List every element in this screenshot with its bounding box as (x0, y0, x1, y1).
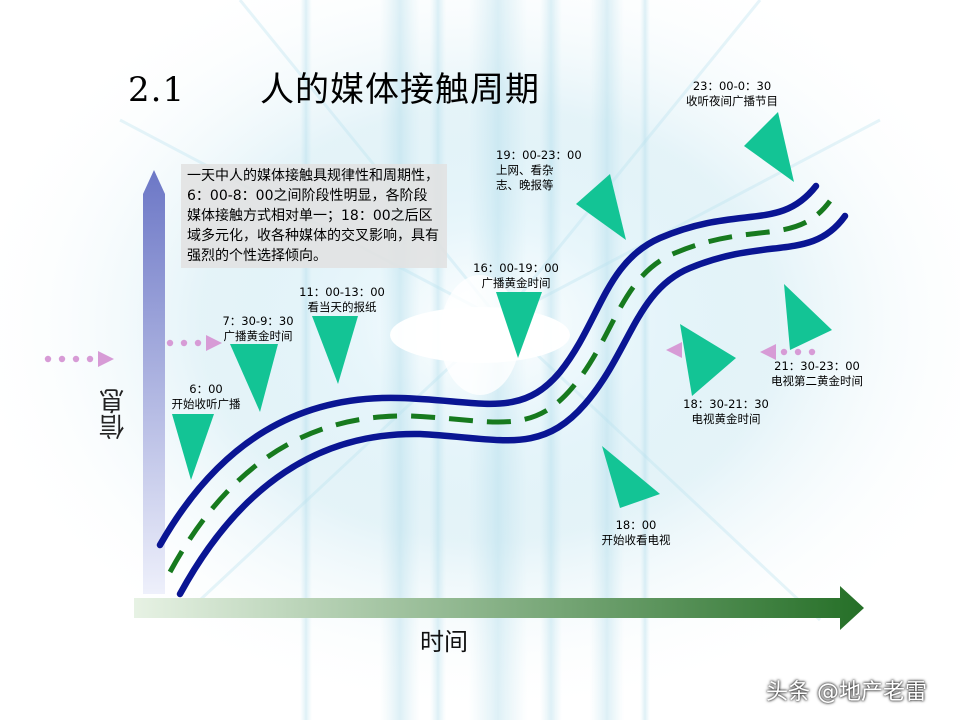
triangle-marker-18-30 (680, 324, 736, 396)
label-time: 19：00-23：00 (496, 148, 582, 162)
watermark: 头条 @地产老雷 (766, 680, 927, 705)
label-text: 开始收看电视 (601, 533, 671, 547)
triangle-marker-16 (496, 292, 542, 358)
dotted-arrow-center (166, 335, 222, 351)
label-text: 电视第二黄金时间 (771, 374, 863, 388)
triangle-marker-21-30 (784, 284, 832, 350)
label-6am: 6：00 开始收听广播 (166, 382, 246, 412)
label-text: 开始收听广播 (171, 397, 241, 411)
label-time: 21：30-23：00 (774, 359, 860, 373)
label-time: 23：00-0：30 (692, 79, 772, 93)
label-time: 18：30-21：30 (683, 397, 769, 411)
dotted-arrow-left (44, 351, 114, 367)
label-text: 上网、看杂 (496, 163, 554, 177)
triangle-marker-7-30 (230, 344, 278, 412)
title-number: 2.1 (128, 70, 186, 110)
label-text: 收听夜间广播节目 (686, 94, 778, 108)
x-axis-arrow (134, 586, 864, 630)
label-21-30: 21：30-23：00 电视第二黄金时间 (760, 359, 874, 389)
triangle-marker-19 (576, 174, 626, 240)
page-title: 2.1 人的媒体接触周期 (128, 62, 540, 111)
label-text: 志、晚报等 (496, 178, 554, 192)
label-18: 18：00 开始收看电视 (592, 518, 680, 548)
label-text: 看当天的报纸 (307, 300, 377, 314)
label-7-30: 7：30-9：30 广播黄金时间 (212, 314, 304, 344)
triangle-marker-6am (172, 414, 214, 480)
curve-dashed-center (167, 199, 833, 574)
label-time: 16：00-19：00 (473, 261, 559, 275)
dotted-arrow-right-b (760, 344, 816, 360)
label-19: 19：00-23：00 上网、看杂 志、晚报等 (496, 148, 588, 193)
description-box: 一天中人的媒体接触具规律性和周期性，6：00-8：00之间阶段性明显，各阶段媒体… (181, 164, 447, 268)
label-text: 广播黄金时间 (481, 276, 551, 290)
label-time: 7：30-9：30 (222, 314, 294, 328)
label-text: 电视黄金时间 (691, 412, 761, 426)
title-text: 人的媒体接触周期 (260, 70, 540, 110)
curve-lower-line (176, 212, 849, 598)
label-16: 16：00-19：00 广播黄金时间 (466, 261, 566, 291)
label-time: 18：00 (615, 518, 657, 532)
label-time: 6：00 (189, 382, 223, 396)
triangle-marker-23 (744, 112, 794, 182)
y-axis-label: 信息 (99, 388, 129, 440)
triangle-marker-18 (602, 446, 660, 508)
y-axis-arrow (143, 170, 165, 594)
curve-upper-line (156, 182, 820, 549)
label-time: 11：00-13：00 (299, 285, 385, 299)
label-18-30: 18：30-21：30 电视黄金时间 (676, 397, 776, 427)
x-axis-label: 时间 (420, 628, 468, 656)
label-11: 11：00-13：00 看当天的报纸 (292, 285, 392, 315)
label-text: 广播黄金时间 (223, 329, 293, 343)
label-23: 23：00-0：30 收听夜间广播节目 (676, 79, 788, 109)
triangle-marker-11 (312, 316, 358, 384)
